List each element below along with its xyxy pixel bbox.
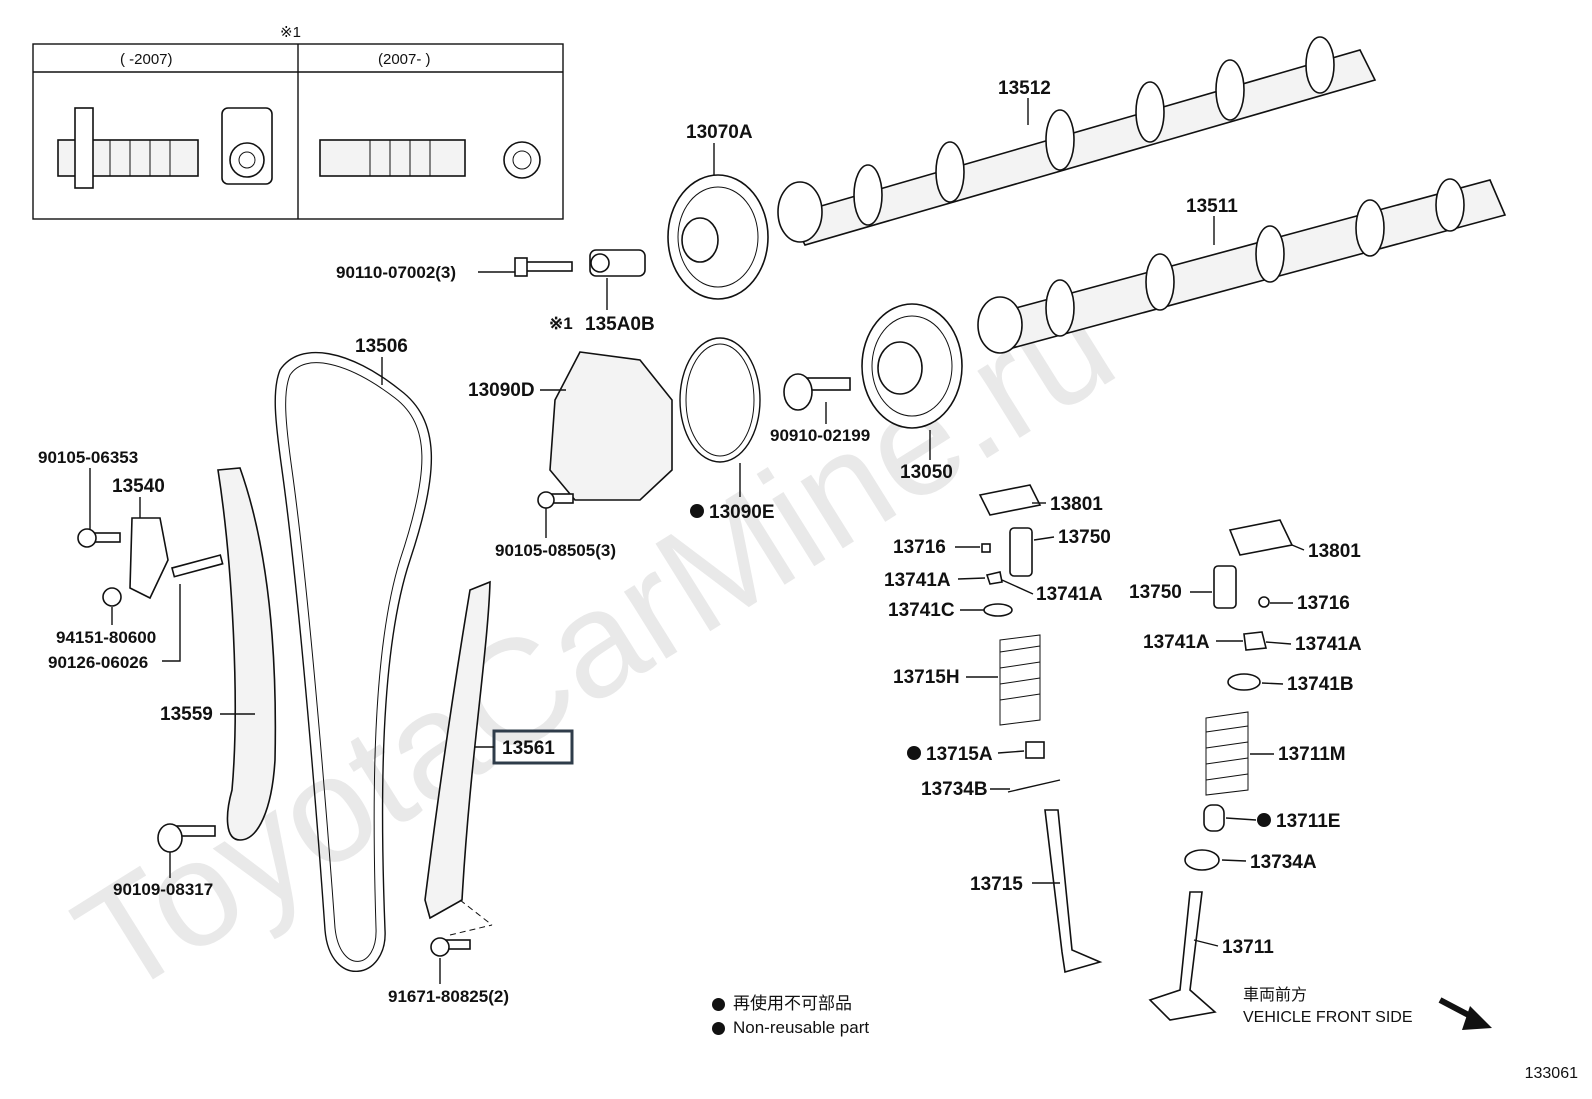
nonreusable-dot-13711e (1257, 813, 1271, 827)
inset-valve-old (57, 107, 273, 189)
inset-mark: ※1 (280, 24, 301, 41)
label-13090d: 13090D (468, 380, 535, 401)
nonreusable-dot-13715a (907, 746, 921, 760)
label-13711: 13711 (1222, 937, 1274, 958)
timing-chain-13506 (274, 351, 432, 972)
bolt-90910 (783, 373, 851, 411)
label-90126: 90126-06026 (48, 653, 148, 672)
label-90109: 90109-08317 (113, 880, 213, 899)
legend-row-en: Non-reusable part (712, 1016, 869, 1040)
label-13801-b: 13801 (1308, 541, 1361, 562)
label-13750-b: 13750 (1129, 582, 1182, 603)
chain-guide-13561 (424, 580, 491, 920)
stud-90126 (171, 554, 224, 578)
label-13715h: 13715H (893, 667, 960, 688)
front-arrow-icon (1438, 997, 1492, 1030)
legend-row-jp: 再使用不可部品 (712, 992, 869, 1016)
nonreusable-dot-13090e (690, 504, 704, 518)
nonreusable-dot-icon (712, 1021, 725, 1035)
ocv-135a0b (589, 249, 646, 277)
label-13734b: 13734B (921, 779, 988, 800)
label-13050: 13050 (900, 462, 953, 483)
label-135a0b-mark: ※1 (549, 314, 573, 333)
label-13715a: 13715A (926, 744, 993, 765)
chain-guide-13559 (217, 467, 277, 841)
front-jp: 車両前方 (1243, 987, 1308, 1004)
label-13711m: 13711M (1278, 744, 1346, 765)
label-13540: 13540 (112, 476, 165, 497)
label-135a0b: 135A0B (585, 314, 655, 335)
gasket-13090e (679, 337, 761, 463)
camshaft-13511 (977, 178, 1507, 354)
figure-number: 133061 (1524, 1065, 1578, 1082)
label-90110: 90110-07002(3) (336, 263, 456, 282)
bolt-91671 (430, 899, 493, 957)
label-13711e: 13711E (1276, 811, 1340, 832)
label-13512: 13512 (998, 78, 1051, 99)
label-13734a: 13734A (1250, 852, 1317, 873)
bolt-90110 (514, 257, 573, 277)
front-direction: 車両前方 VEHICLE FRONT SIDE (1243, 985, 1413, 1029)
nut-94151 (102, 587, 122, 607)
bolt-90105a (77, 528, 121, 548)
label-13511: 13511 (1186, 196, 1238, 217)
labels: 13512 13070A 13511 90110-07002(3) ※1 135… (38, 78, 1362, 1006)
legend: 再使用不可部品 Non-reusable part (712, 992, 869, 1040)
label-13090e: 13090E (709, 502, 775, 523)
label-13741b: 13741B (1287, 674, 1354, 695)
legend-en: Non-reusable part (733, 1018, 870, 1037)
tensioner-13540 (129, 517, 169, 600)
label-13741a-a: 13741A (884, 570, 951, 591)
label-13741a-c: 13741A (1143, 632, 1210, 653)
label-90910: 90910-02199 (770, 426, 870, 445)
label-13561: 13561 (502, 738, 555, 759)
label-90105-08505: 90105-08505(3) (495, 541, 616, 560)
label-13716-b: 13716 (1297, 593, 1350, 614)
label-13801-a: 13801 (1050, 494, 1103, 515)
vvt-gear-13050 (861, 303, 963, 429)
label-13559: 13559 (160, 704, 213, 725)
inset-right-label: (2007- ) (378, 51, 431, 68)
valvetrain-left (978, 484, 1103, 974)
label-91671: 91671-80825(2) (388, 987, 509, 1006)
label-13715: 13715 (970, 874, 1023, 895)
label-13750-a: 13750 (1058, 527, 1111, 548)
nonreusable-dot-icon (712, 997, 725, 1011)
label-13741a-b: 13741A (1036, 584, 1103, 605)
inset-box: ※1 ( -2007) (2007- ) (32, 24, 564, 220)
label-13506: 13506 (355, 336, 408, 357)
legend-jp: 再使用不可部品 (733, 994, 852, 1013)
label-90105-06353: 90105-06353 (38, 448, 138, 467)
label-13716-a: 13716 (893, 537, 946, 558)
front-en: VEHICLE FRONT SIDE (1243, 1009, 1413, 1026)
label-13070a: 13070A (686, 122, 753, 143)
cover-13090d (549, 351, 673, 501)
label-94151: 94151-80600 (56, 628, 156, 647)
inset-valve-new (319, 139, 541, 179)
bolt-90105b (537, 491, 574, 509)
vvt-gear-13070a (667, 174, 769, 300)
camshaft-13512 (777, 36, 1377, 246)
valvetrain-right (1148, 519, 1294, 1021)
inset-left-label: ( -2007) (120, 51, 173, 68)
label-13741a-d: 13741A (1295, 634, 1362, 655)
label-13741c: 13741C (888, 600, 955, 621)
